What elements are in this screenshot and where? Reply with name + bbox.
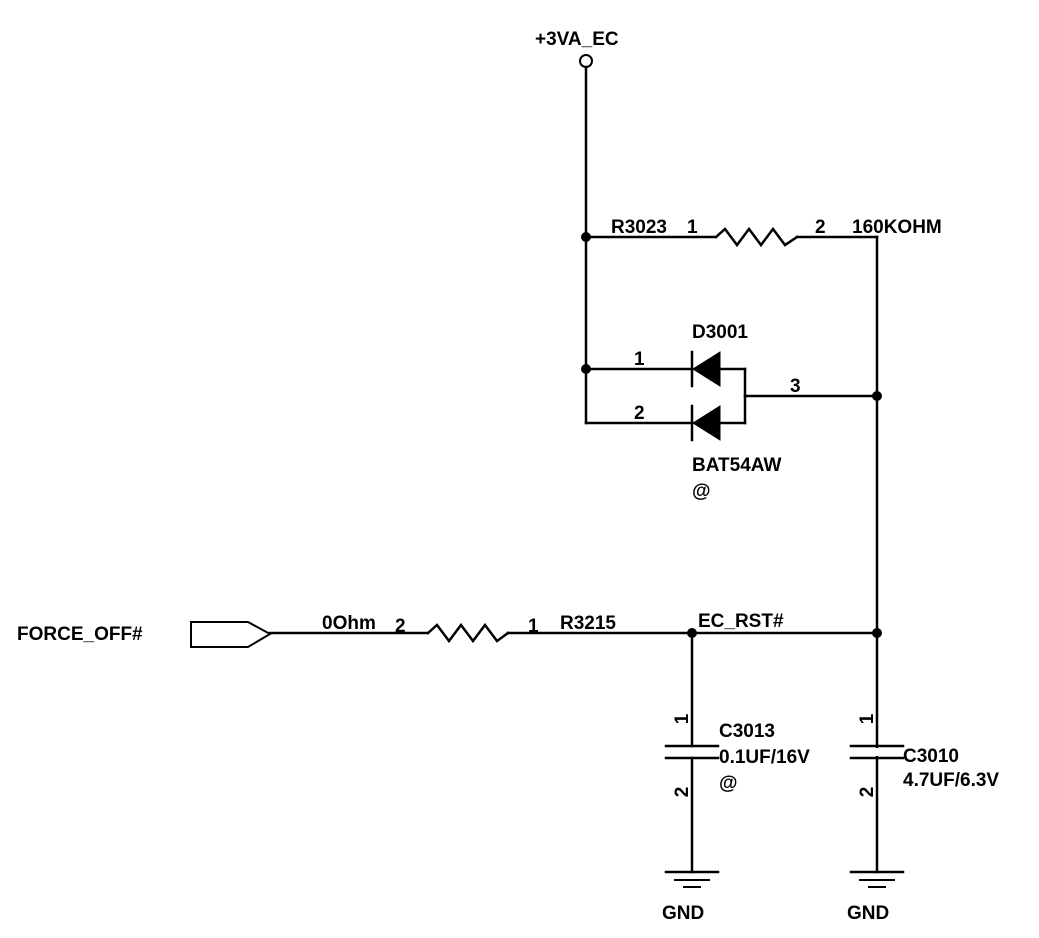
r3215-ref: R3215: [560, 613, 616, 634]
ground-left-label: GND: [662, 903, 704, 924]
c3013-pin1: 1: [672, 713, 693, 724]
c3010-pin1: 1: [857, 713, 878, 724]
r3215-zigzag: [426, 622, 510, 644]
r3023-zigzag: [714, 226, 799, 248]
d3001-upper-diode-triangle: [692, 351, 721, 387]
c3010-pin2: 2: [857, 787, 878, 798]
d3001-option: @: [692, 481, 711, 502]
ground-left: GND: [662, 870, 720, 924]
input-port-symbol: [190, 621, 273, 648]
r3023-pin2: 2: [815, 217, 826, 238]
power-port: +3VA_EC: [535, 29, 619, 68]
d3001-pin2: 2: [634, 403, 645, 424]
junction-c3013: [687, 628, 697, 638]
c3013-pin2: 2: [672, 787, 693, 798]
c3013-value: 0.1UF/16V: [719, 747, 810, 768]
c3010-value: 4.7UF/6.3V: [903, 770, 999, 791]
c3010-plate-gap: [870, 748, 884, 756]
resistor-r3023: R3023 1 2 160KOHM: [584, 217, 942, 248]
junctions: [581, 232, 882, 638]
r3215-value: 0Ohm: [322, 613, 376, 634]
reset-net-label: EC_RST#: [698, 611, 784, 632]
r3215-pin2: 2: [395, 616, 406, 637]
input-net-label: FORCE_OFF#: [17, 624, 143, 645]
r3215-pin1: 1: [528, 616, 539, 637]
r3023-pin1: 1: [687, 217, 698, 238]
power-net-label: +3VA_EC: [535, 29, 619, 50]
junction-r3023-rail: [581, 232, 591, 242]
resistor-r3215: 0Ohm 2 1 R3215: [268, 613, 879, 644]
c3010-ref: C3010: [903, 746, 959, 767]
c3013-ref: C3013: [719, 721, 775, 742]
ground-right: GND: [847, 870, 905, 924]
diode-d3001: D3001 1 2 3 BAT54AW @: [584, 322, 879, 502]
d3001-part: BAT54AW: [692, 455, 781, 476]
input-port: FORCE_OFF#: [17, 621, 273, 648]
power-port-symbol: [579, 54, 593, 68]
c3013-option: @: [719, 773, 738, 794]
junction-d3001-pin3: [872, 391, 882, 401]
d3001-pin3: 3: [790, 376, 801, 397]
junction-c3010: [872, 628, 882, 638]
d3001-lower-diode-triangle: [692, 405, 721, 441]
ground-right-label: GND: [847, 903, 889, 924]
r3023-ref: R3023: [611, 217, 667, 238]
d3001-ref: D3001: [692, 322, 748, 343]
capacitor-c3010: 1 2 C3010 4.7UF/6.3V: [849, 713, 999, 798]
junction-d3001-rail: [581, 364, 591, 374]
capacitor-c3013: 1 2 C3013 0.1UF/16V @: [664, 631, 810, 874]
r3023-value: 160KOHM: [852, 217, 942, 238]
d3001-pin1: 1: [634, 349, 645, 370]
